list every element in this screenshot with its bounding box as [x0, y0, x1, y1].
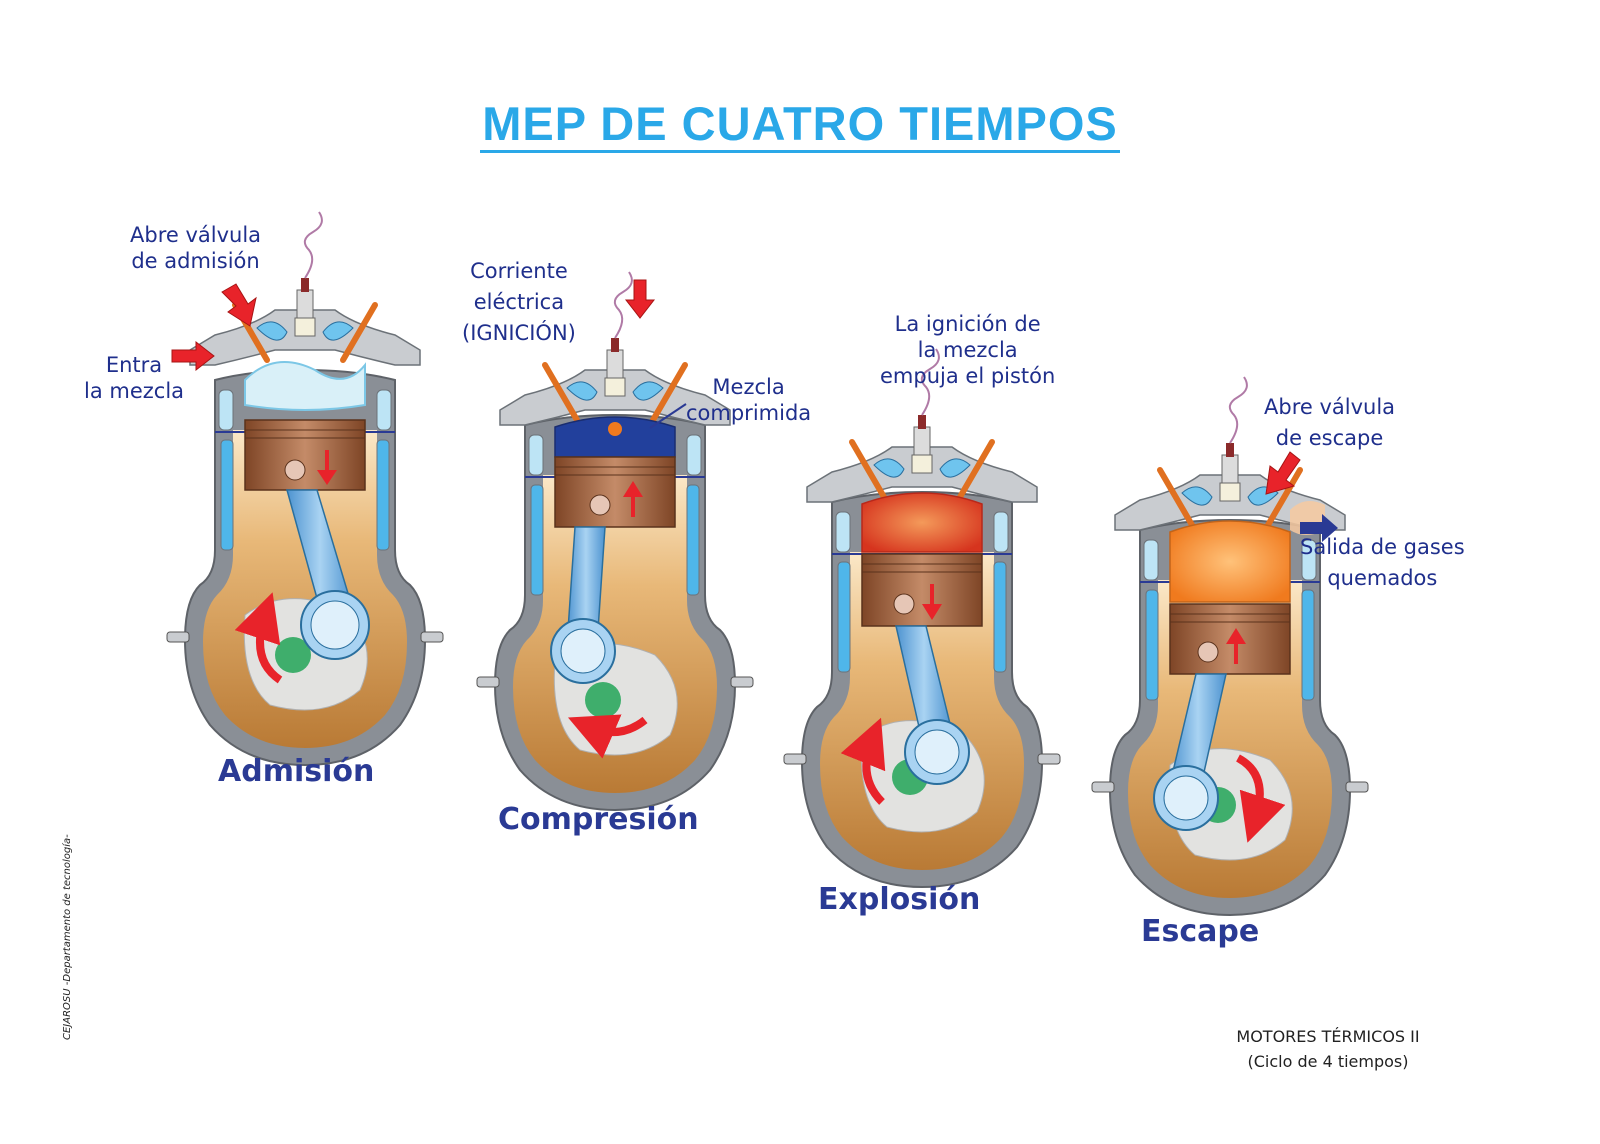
note-line: de escape: [1275, 426, 1384, 450]
stage-label-escape: Escape: [1141, 914, 1260, 949]
note-line: Salida de gases: [1300, 535, 1465, 559]
stage-label-explosion: Explosión: [818, 882, 981, 917]
intake-valve-arrow-icon: [221, 283, 257, 327]
mezcla-pointer-line: [649, 403, 687, 429]
engine-admision: [166, 212, 444, 766]
note-entra-mezcla: Entra la mezcla: [84, 352, 184, 404]
credit-text: CEJAROSU -Departamento de tecnología-: [62, 834, 73, 1040]
footer-subtitle: (Ciclo de 4 tiempos): [1247, 1052, 1409, 1071]
engine-compresion: [476, 272, 754, 811]
note-line: comprimida: [686, 401, 812, 425]
intake-arrow-icon: [171, 340, 215, 372]
note-line: empuja el pistón: [880, 364, 1056, 388]
spark-arrow-icon: [624, 279, 656, 319]
stage-label-admision: Admisión: [218, 754, 375, 789]
footer: MOTORES TÉRMICOS II (Ciclo de 4 tiempos): [1206, 1024, 1450, 1074]
note-ignicion: La ignición de la mezcla empuja el pistó…: [880, 311, 1055, 389]
note-abre-escape: Abre válvula de escape: [1264, 392, 1395, 454]
stage-label-compresion: Compresión: [498, 802, 699, 837]
note-line: Corriente: [470, 259, 568, 283]
note-line: Entra: [105, 353, 163, 377]
note-corriente-electrica: Corriente eléctrica (IGNICIÓN): [462, 256, 576, 349]
engine-explosion: [783, 349, 1061, 888]
note-line: la mezcla: [917, 338, 1018, 362]
note-salida-gases: Salida de gases quemados: [1300, 532, 1465, 594]
note-abre-admision: Abre válvula de admisión: [130, 222, 261, 274]
note-line: (IGNICIÓN): [462, 321, 576, 345]
diagram-title: MEP DE CUATRO TIEMPOS: [0, 96, 1600, 153]
note-line: de admisión: [131, 249, 260, 273]
note-line: Abre válvula: [1264, 395, 1396, 419]
note-line: eléctrica: [473, 290, 565, 314]
note-line: La ignición de: [894, 312, 1041, 336]
exhaust-arrow-icon: [1300, 514, 1338, 542]
engine-escape: [1091, 377, 1369, 916]
note-line: la mezcla: [84, 379, 185, 403]
exhaust-valve-arrow-icon: [1265, 451, 1301, 495]
note-line: Mezcla: [712, 375, 785, 399]
footer-title: MOTORES TÉRMICOS II: [1236, 1027, 1420, 1046]
note-line: Abre válvula: [130, 223, 262, 247]
diagram-title-text: MEP DE CUATRO TIEMPOS: [480, 98, 1120, 153]
note-mezcla-comprimida: Mezcla comprimida: [686, 374, 811, 426]
note-line: quemados: [1327, 566, 1438, 590]
